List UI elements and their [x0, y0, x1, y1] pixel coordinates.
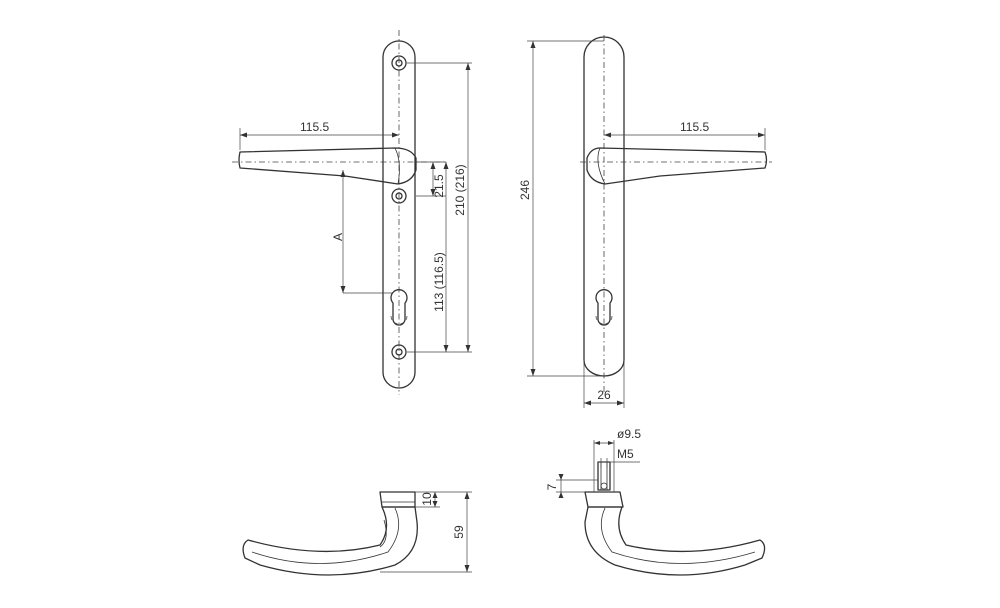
backplate-length-dimension [527, 40, 604, 377]
front-lever [238, 147, 417, 185]
spindle-diameter-dimension [593, 440, 615, 492]
left-rose [379, 491, 416, 508]
rose-height-dimension [415, 491, 472, 508]
right-lever-profile [584, 506, 766, 576]
front-top-fixing-hole [391, 55, 407, 71]
spindle-diameter-label: ø9.5 [617, 427, 641, 441]
backplate-length-label: 246 [518, 180, 532, 200]
lever-to-cylinder-label: 113 (116.5) [432, 252, 446, 312]
screw-thread-label: M5 [617, 447, 634, 461]
fixing-centres-dimension [465, 63, 471, 352]
lever-height-label: 59 [452, 525, 466, 539]
spindle-offset-label: 7 [545, 483, 559, 490]
lever-height-dimension [380, 492, 472, 573]
back-view [527, 35, 772, 408]
backplate-width-dimension [583, 360, 625, 408]
front-middle-fixing-hole [391, 188, 407, 204]
backset-dimension [340, 170, 392, 294]
back-lever-dimension [604, 128, 766, 150]
right-rose [584, 491, 624, 508]
spindle-offset-dimension [556, 474, 598, 498]
fixing-centres-label: 210 (216) [453, 164, 467, 215]
side-view-right [556, 440, 766, 576]
left-lever-profile [242, 506, 418, 576]
back-cylinder-cutout [595, 289, 613, 326]
front-lever-dimension [239, 128, 399, 150]
front-cylinder-cutout [390, 289, 408, 326]
back-lever [586, 147, 768, 185]
lever-to-fixing-dimension [430, 162, 436, 196]
screw-thread-dimension [598, 458, 640, 468]
side-view-left [242, 491, 472, 576]
front-backplate [382, 40, 416, 389]
back-lever-projection-label: 115.5 [680, 120, 709, 134]
front-view [232, 30, 472, 395]
front-lever-projection-label: 115.5 [300, 120, 329, 134]
backplate-width-label: 26 [597, 388, 611, 402]
backset-label: A [331, 233, 345, 241]
rose-height-label: 10 [420, 492, 434, 506]
spindle [597, 461, 611, 491]
front-bottom-fixing-hole [391, 344, 407, 360]
lever-to-fixing-label: 21.5 [432, 174, 446, 198]
lever-to-cylinder-dimension [443, 162, 449, 352]
